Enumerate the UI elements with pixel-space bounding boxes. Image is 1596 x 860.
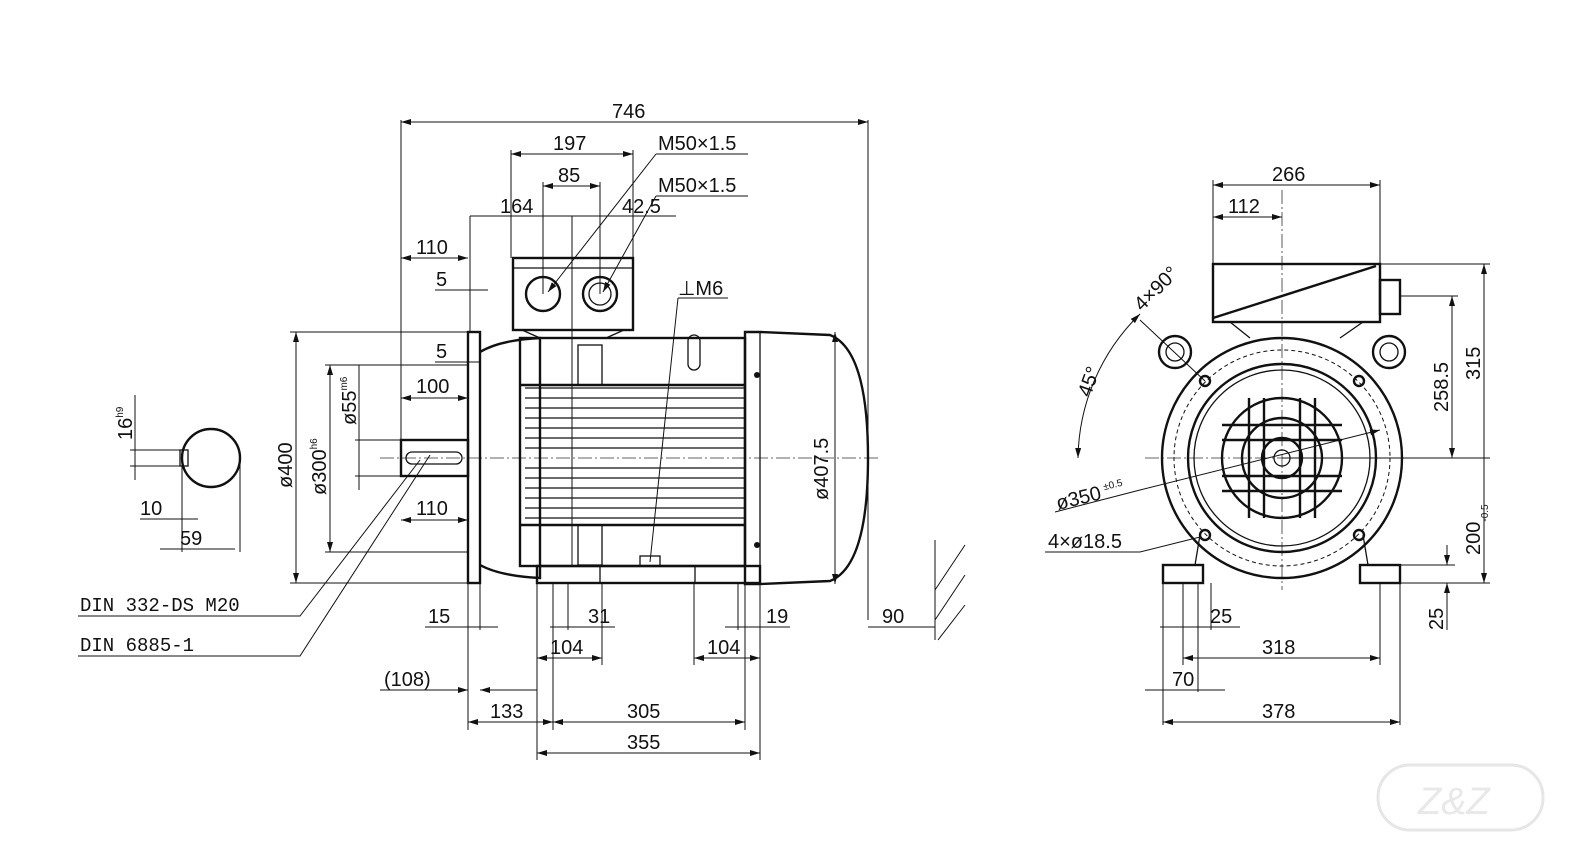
end-cable-gland bbox=[1378, 278, 1402, 316]
endshield bbox=[479, 336, 542, 580]
label-45deg: 45° bbox=[1074, 364, 1105, 400]
dim-104-rear: 104 bbox=[707, 637, 740, 659]
dim-164: 164 bbox=[500, 196, 533, 218]
dim-407-5: ø407.5 bbox=[811, 438, 833, 500]
dim-31: 31 bbox=[588, 606, 610, 628]
dim-5-top: 5 bbox=[436, 269, 447, 291]
end-view bbox=[1145, 190, 1420, 590]
dim-19: 19 bbox=[766, 606, 788, 628]
label-earth-m6: ⊥M6 bbox=[678, 278, 723, 300]
label-din-332: DIN 332-DS M20 bbox=[80, 595, 240, 617]
dim-100: 100 bbox=[416, 376, 449, 398]
label-gland-1: M50×1.5 bbox=[658, 133, 736, 155]
dim-70: 70 bbox=[1172, 669, 1194, 691]
side-view bbox=[179, 256, 880, 586]
dim-315: 315 bbox=[1463, 347, 1485, 380]
dim-42-5: 42.5 bbox=[622, 196, 661, 218]
svg-text:ø350±0.5: ø350±0.5 bbox=[1054, 477, 1127, 515]
dim-25-height: 25 bbox=[1426, 608, 1448, 630]
lifting-eye-left bbox=[1157, 334, 1193, 370]
label-din-6885: DIN 6885-1 bbox=[80, 635, 194, 657]
svg-text:ø300h6: ø300h6 bbox=[309, 438, 331, 495]
side-view-dimensions: 746 197 85 164 42.5 M50×1.5 M50×1.5 110 … bbox=[78, 101, 966, 760]
label-4x90: 4×90° bbox=[1130, 262, 1183, 315]
dim-108: (108) bbox=[384, 669, 431, 691]
shaft bbox=[399, 438, 470, 478]
foot-left bbox=[1161, 563, 1205, 585]
dim-133: 133 bbox=[490, 701, 523, 723]
svg-text:16h9: 16h9 bbox=[115, 406, 137, 440]
cooling-fins bbox=[520, 334, 745, 566]
dim-197: 197 bbox=[553, 133, 586, 155]
shaft-section bbox=[180, 427, 242, 489]
watermark-logo: Z&Z bbox=[1376, 763, 1545, 832]
dim-10: 10 bbox=[140, 498, 162, 520]
motor-frame bbox=[518, 336, 747, 568]
dim-85: 85 bbox=[558, 165, 580, 187]
svg-text:ø55m6: ø55m6 bbox=[339, 376, 361, 425]
flange bbox=[466, 330, 482, 585]
dim-90: 90 bbox=[882, 606, 904, 628]
motor-feet bbox=[535, 564, 762, 585]
foot-right bbox=[1358, 563, 1402, 585]
dim-16: 16 bbox=[115, 418, 137, 440]
dim-59: 59 bbox=[180, 528, 202, 550]
dim-318: 318 bbox=[1262, 637, 1295, 659]
dim-200: 200 bbox=[1463, 522, 1485, 555]
dim-746: 746 bbox=[612, 101, 645, 123]
dim-110-bottom: 110 bbox=[416, 498, 448, 520]
dim-104-front: 104 bbox=[550, 637, 583, 659]
label-gland-2: M50×1.5 bbox=[658, 175, 736, 197]
dim-355: 355 bbox=[627, 732, 660, 754]
dim-378: 378 bbox=[1262, 701, 1295, 723]
dim-266: 266 bbox=[1272, 164, 1305, 186]
dim-25-slot: 25 bbox=[1210, 606, 1232, 628]
label-4x18-5: 4×ø18.5 bbox=[1048, 531, 1122, 553]
dim-5: 5 bbox=[436, 341, 447, 363]
keyway bbox=[405, 451, 463, 465]
dim-15: 15 bbox=[428, 606, 450, 628]
svg-text:Z&Z: Z&Z bbox=[1417, 781, 1492, 823]
dim-112: 112 bbox=[1228, 196, 1260, 218]
dim-305: 305 bbox=[627, 701, 660, 723]
dim-55: ø55 bbox=[339, 391, 361, 425]
svg-text:200-0.5: 200-0.5 bbox=[1463, 504, 1491, 555]
dim-258-5: 258.5 bbox=[1431, 362, 1453, 412]
dim-400: ø400 bbox=[275, 442, 297, 488]
dim-110-top: 110 bbox=[416, 237, 448, 259]
dim-300: ø300 bbox=[309, 449, 331, 495]
terminal-box bbox=[511, 256, 635, 332]
lifting-eye-right bbox=[1371, 334, 1407, 370]
dim-350: ø350 bbox=[1054, 482, 1104, 514]
